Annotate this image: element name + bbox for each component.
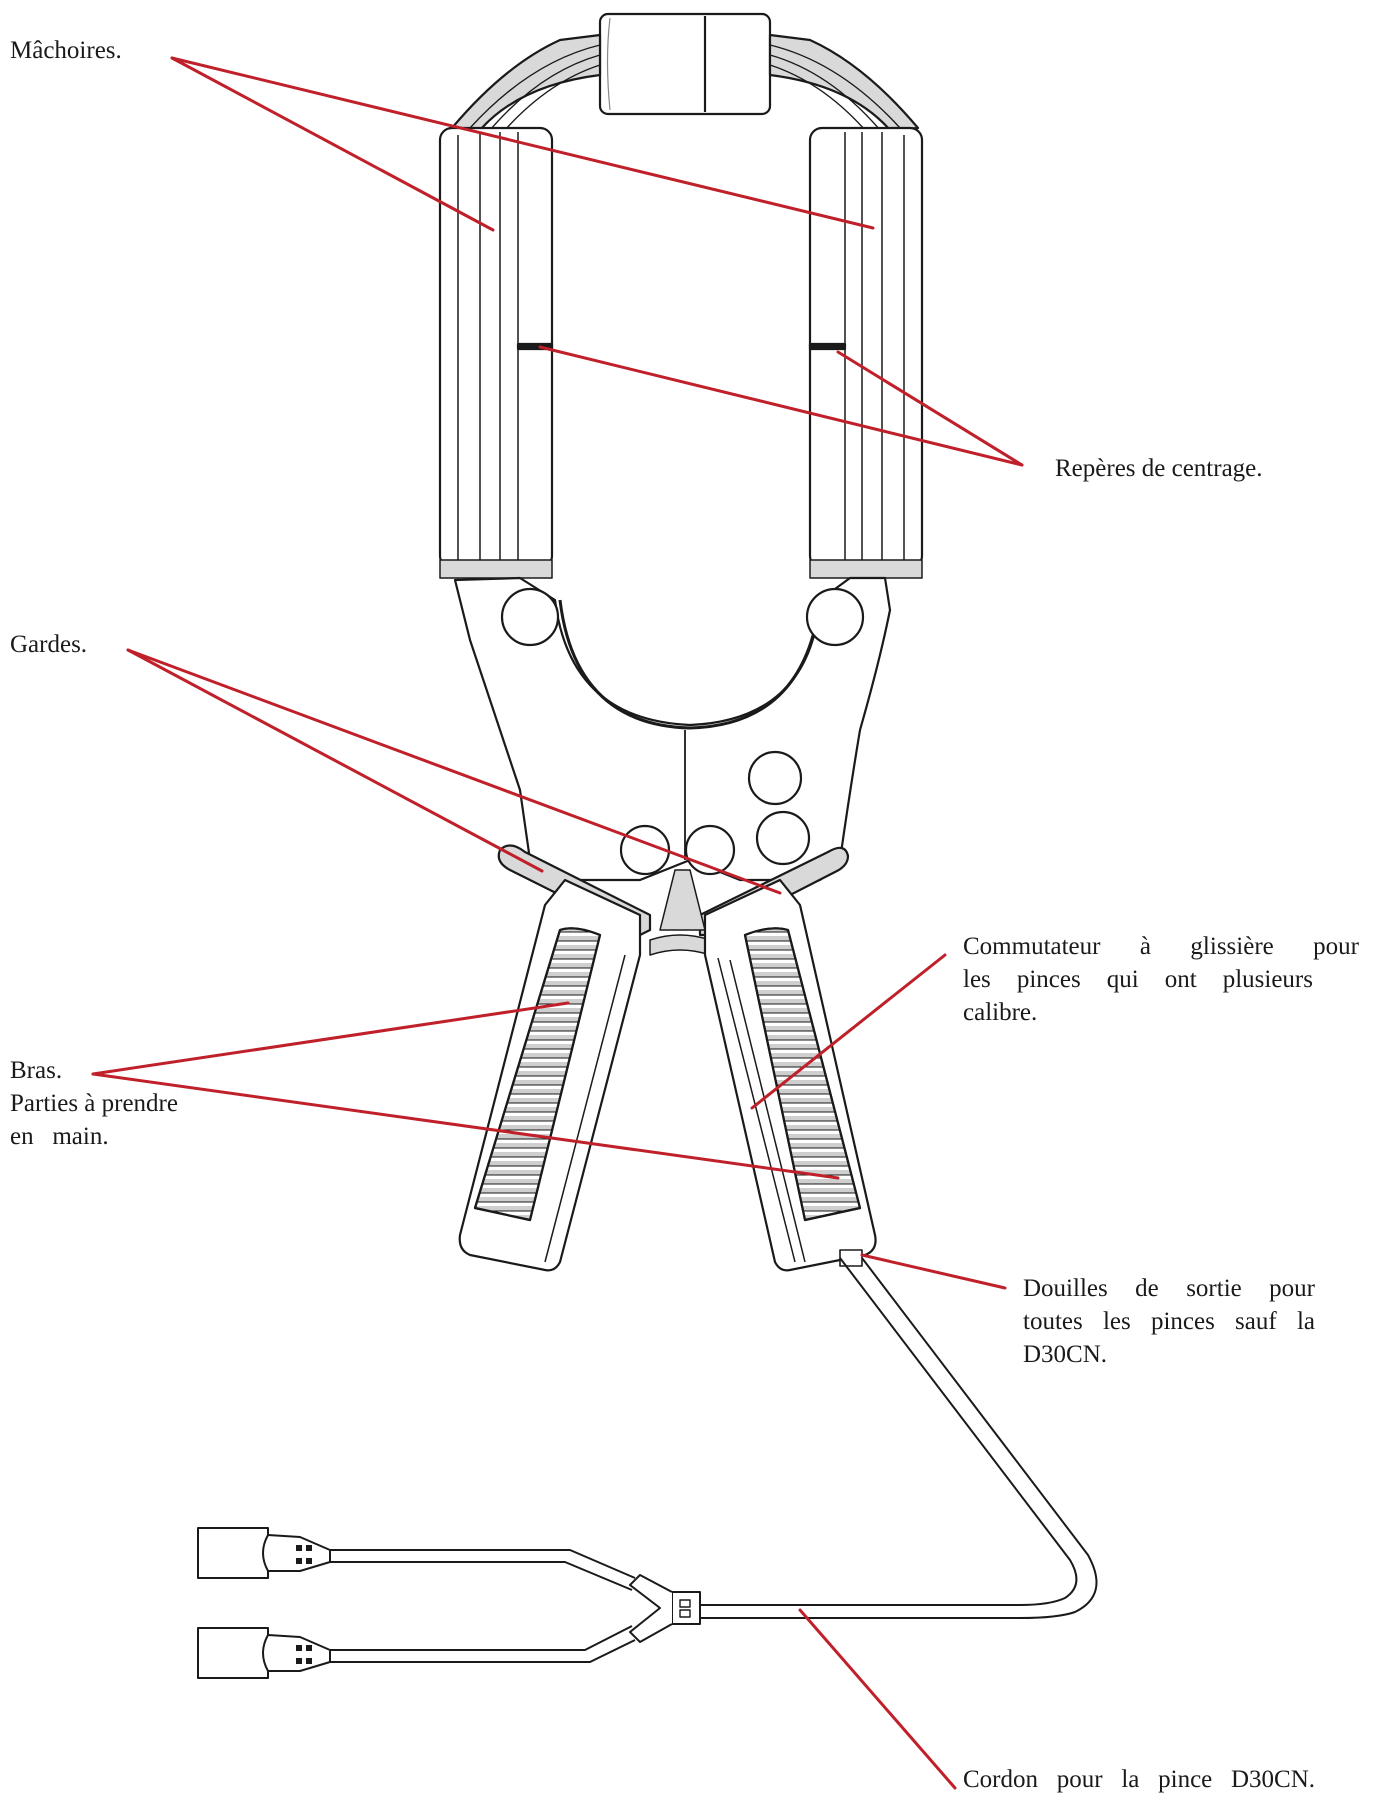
leader-bras (91, 1001, 840, 1180)
label-commutateur: Commutateur à glissière pour les pinces … (963, 930, 1359, 1029)
plug-lower (197, 1627, 331, 1679)
label-commutateur-line-1: Commutateur à glissière pour (963, 933, 1359, 960)
jaw-shoulders (450, 33, 920, 132)
label-reperes-de-centrage: Repères de centrage. (1055, 455, 1263, 482)
plug-upper (197, 1527, 331, 1579)
label-commutateur-line-3: calibre. (963, 999, 1038, 1026)
label-douilles: Douilles de sortie pour toutes les pince… (1023, 1272, 1315, 1371)
label-douilles-line-2: toutes les pinces sauf la (1023, 1308, 1315, 1335)
top-hinge-block (598, 12, 772, 116)
leader-machoires (170, 56, 875, 232)
cord (330, 1257, 1098, 1663)
label-machoires: Mâchoires. (10, 37, 122, 64)
leader-douilles (860, 1253, 1007, 1290)
label-douilles-line-3: D30CN. (1023, 1341, 1108, 1368)
label-bras-line-3: en main. (10, 1123, 109, 1150)
label-gardes: Gardes. (10, 631, 88, 658)
leader-gardes (126, 648, 782, 895)
left-jaw (438, 126, 554, 579)
label-bras-line-2: Parties à prendre (10, 1090, 178, 1117)
leader-reperes (538, 345, 1024, 467)
leader-commutateur (750, 953, 947, 1110)
right-arm (703, 878, 877, 1272)
leader-cordon (798, 1608, 957, 1790)
label-commutateur-line-2: les pinces qui ont plusieurs (963, 966, 1313, 993)
clamp-body (453, 576, 892, 882)
label-bras-line-1: Bras. (10, 1057, 63, 1084)
left-arm (458, 878, 642, 1272)
label-bras: Bras. Parties à prendre en main. (10, 1054, 178, 1153)
right-jaw (808, 126, 924, 579)
label-douilles-line-1: Douilles de sortie pour (1023, 1275, 1315, 1302)
label-cordon: Cordon pour la pince D30CN. (963, 1766, 1316, 1793)
